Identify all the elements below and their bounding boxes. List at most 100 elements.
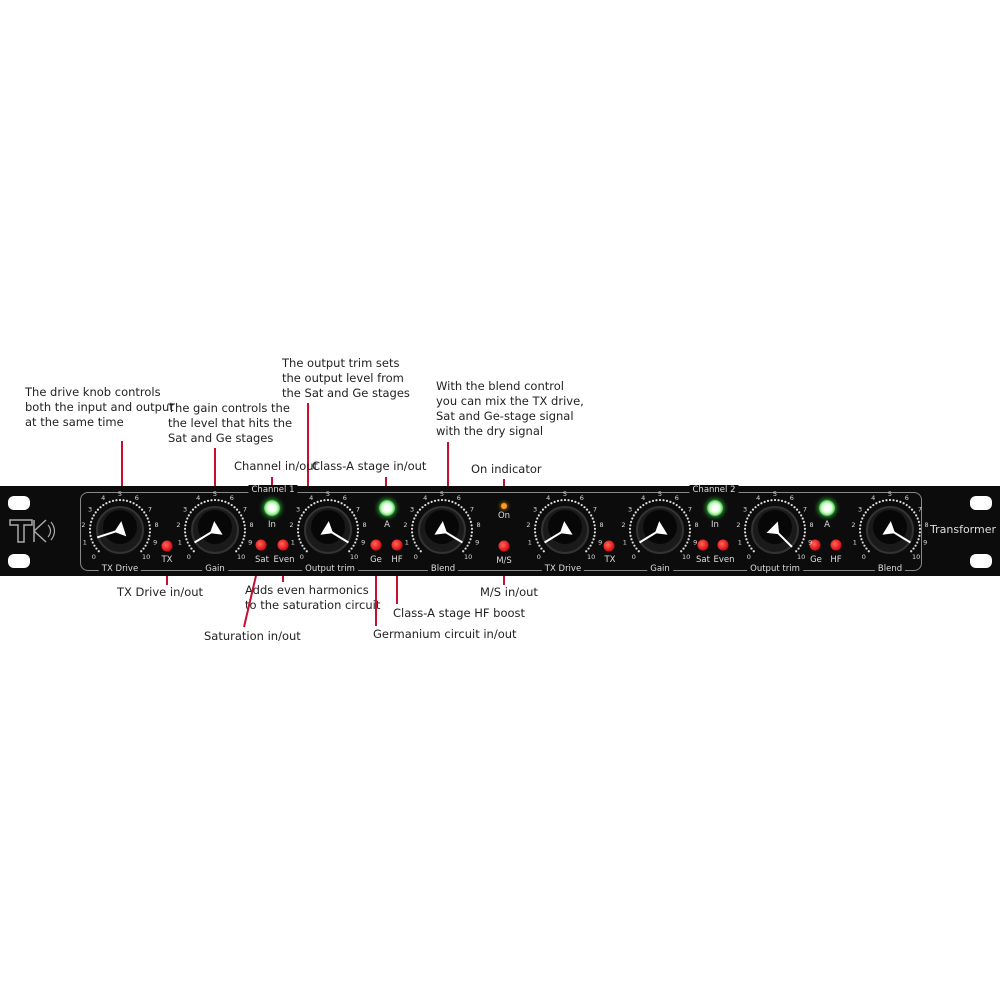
scale-label: 5	[658, 490, 662, 498]
scale-dot	[145, 514, 148, 517]
scale-dot	[583, 506, 586, 509]
scale-dot	[242, 538, 245, 541]
scale-dot	[780, 499, 784, 502]
scale-dot	[867, 550, 870, 553]
scale-dot	[863, 544, 866, 547]
scale-dot	[688, 531, 692, 534]
scale-label: 3	[628, 505, 632, 513]
ch2-even-button[interactable]	[717, 539, 729, 551]
ch1-ge-button[interactable]	[370, 539, 382, 551]
ch2-ge-button[interactable]	[809, 539, 821, 551]
scale-dot	[185, 520, 188, 523]
scale-dot	[683, 511, 686, 514]
scale-dot	[797, 547, 800, 550]
ch1-class-a-button[interactable]	[379, 500, 395, 516]
scale-label: 2	[403, 521, 407, 529]
scale-dot	[224, 500, 227, 503]
rack-ear-hole	[970, 496, 992, 510]
scale-dot	[148, 534, 151, 537]
scale-dot	[636, 508, 640, 511]
scale-dot	[418, 508, 422, 511]
scale-label: 8	[154, 521, 158, 529]
scale-dot	[746, 517, 749, 520]
scale-dot	[790, 503, 793, 507]
scale-dot	[895, 499, 899, 502]
scale-dot	[787, 502, 790, 505]
ch2-knob-label: Output trim	[747, 564, 803, 574]
ch1-even-button[interactable]	[277, 539, 289, 551]
scale-dot	[355, 538, 358, 541]
scale-dot	[801, 517, 804, 520]
scale-dot	[593, 534, 596, 537]
scale-label: 1	[291, 538, 295, 546]
scale-dot	[592, 520, 595, 523]
scale-label: 10	[464, 553, 472, 561]
scale-dot	[92, 514, 95, 517]
scale-dot	[333, 499, 337, 502]
scale-label: 5	[118, 490, 122, 498]
scale-dot	[591, 541, 594, 544]
scale-dot	[307, 506, 310, 509]
scale-dot	[590, 514, 593, 517]
scale-dot	[859, 534, 862, 537]
ch1-tx-button[interactable]	[161, 540, 173, 552]
scale-dot	[536, 517, 539, 520]
scale-dot	[102, 503, 105, 507]
scale-dot	[869, 506, 872, 509]
scale-dot	[187, 514, 190, 517]
scale-dot	[118, 498, 122, 502]
scale-dot	[105, 502, 108, 505]
scale-dot	[802, 538, 805, 541]
scale-dot	[419, 550, 422, 553]
ch2-hf-button[interactable]	[830, 539, 842, 551]
scale-dot	[470, 527, 474, 530]
scale-dot	[303, 547, 306, 550]
ch2-tx-button[interactable]	[603, 540, 615, 552]
scale-dot	[125, 499, 129, 502]
scale-dot	[630, 538, 633, 541]
scale-dot	[192, 550, 195, 553]
ch2-class-a-button[interactable]	[819, 500, 835, 516]
scale-label: 5	[440, 490, 444, 498]
ch2-in-button[interactable]	[707, 500, 723, 516]
ch2-knob-label: TX Drive	[541, 564, 585, 574]
scale-dot	[415, 544, 418, 547]
ch1-in-button[interactable]	[264, 500, 280, 516]
ms-button[interactable]	[498, 540, 510, 552]
scale-dot	[910, 550, 913, 553]
ch1-knob-label: Gain	[202, 564, 228, 574]
scale-label: 0	[862, 553, 866, 561]
ch1-hf-button[interactable]	[391, 539, 403, 551]
scale-dot	[803, 534, 806, 537]
scale-dot	[235, 508, 239, 511]
scale-label: 3	[410, 505, 414, 513]
scale-dot	[437, 499, 440, 502]
scale-dot	[542, 550, 545, 553]
ch2-sat-button[interactable]	[697, 539, 709, 551]
scale-label: 2	[621, 521, 625, 529]
scale-dot	[744, 534, 747, 537]
scale-dot	[470, 524, 473, 527]
scale-dot	[465, 511, 468, 514]
scale-label: 2	[851, 521, 855, 529]
scale-dot	[412, 520, 415, 523]
scale-dot	[757, 503, 760, 507]
scale-label: 9	[808, 538, 812, 546]
scale-dot	[633, 544, 636, 547]
scale-dot	[760, 502, 763, 505]
ch2-a-label: A	[824, 520, 830, 530]
scale-dot	[770, 499, 773, 502]
ch1-sat-button[interactable]	[255, 539, 267, 551]
scale-dot	[678, 506, 681, 509]
scale-dot	[305, 550, 308, 553]
scale-dot	[881, 499, 885, 502]
on-indicator-led	[501, 503, 507, 509]
scale-dot	[470, 531, 474, 534]
scale-dot	[872, 503, 875, 507]
scale-label: 7	[243, 505, 247, 513]
scale-dot	[635, 547, 638, 550]
ch2-even-label: Even	[713, 555, 735, 565]
scale-dot	[203, 500, 206, 503]
note-line: The output trim sets	[282, 356, 400, 370]
scale-dot	[217, 499, 220, 502]
